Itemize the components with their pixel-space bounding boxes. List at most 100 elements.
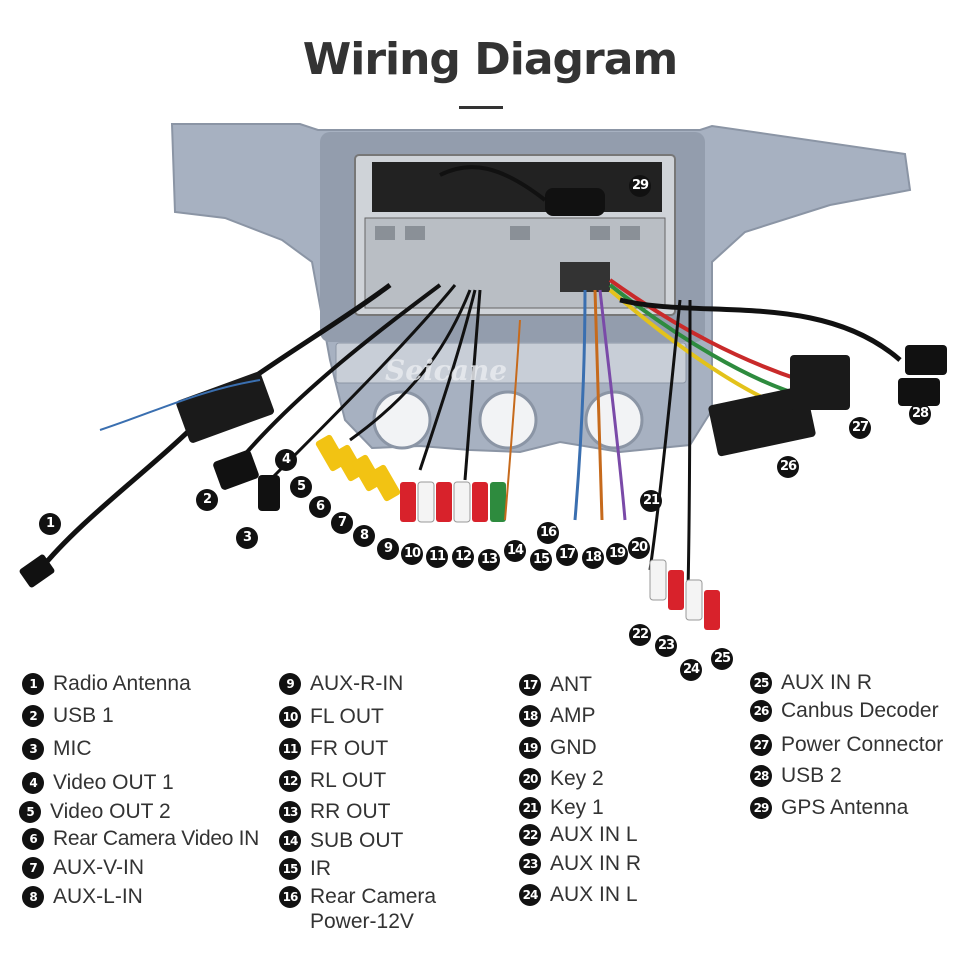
legend-label: ANT: [550, 673, 592, 696]
legend-number: 22: [519, 824, 541, 846]
callout-badge-11: 11: [426, 546, 448, 568]
radio-antenna-plug: [19, 554, 55, 588]
callout-badge-5: 5: [290, 476, 312, 498]
legend-label: FR OUT: [310, 737, 389, 760]
legend-label: AUX-R-IN: [310, 672, 404, 695]
legend-item-21: 21 Key 1: [519, 795, 604, 823]
legend-label: Canbus Decoder: [781, 699, 939, 722]
callout-badge-19: 19: [606, 543, 628, 565]
legend-number: 28: [750, 765, 772, 787]
page-title: Wiring Diagram: [302, 34, 679, 85]
legend-label: Rear Camera Power-12V: [310, 885, 437, 933]
legend-item-16: 16 Rear Camera Power-12V: [279, 884, 436, 938]
legend-label: SUB OUT: [310, 829, 404, 852]
usb2-plug: [905, 345, 947, 375]
legend-number: 5: [19, 801, 41, 823]
antenna-box: [176, 372, 275, 443]
legend-number: 10: [279, 706, 301, 728]
legend-item-22: 22 AUX IN L: [519, 822, 638, 850]
callout-badge-2: 2: [196, 489, 218, 511]
legend-number: 16: [279, 886, 301, 908]
rca-aux-22: [649, 559, 667, 601]
rca-aux-24: [685, 579, 703, 621]
callout-badge-14: 14: [504, 540, 526, 562]
mic-plug: [258, 475, 280, 511]
legend-label: AUX IN L: [550, 883, 638, 906]
callout-badge-1: 1: [39, 513, 61, 535]
legend-label: RL OUT: [310, 769, 387, 792]
legend-number: 14: [279, 830, 301, 852]
legend-label: AUX IN L: [550, 823, 638, 846]
legend-label: AUX-L-IN: [53, 885, 143, 908]
callout-badge-20: 20: [628, 537, 650, 559]
legend-label: Key 1: [550, 796, 604, 819]
wire-connector: [560, 262, 610, 292]
legend-label: Key 2: [550, 767, 604, 790]
legend-number: 9: [279, 673, 301, 695]
legend-item-29: 29 GPS Antenna: [750, 795, 908, 823]
legend-number: 2: [22, 705, 44, 727]
vent-left: [372, 390, 432, 450]
legend-number: 15: [279, 858, 301, 880]
callout-badge-10: 10: [401, 543, 423, 565]
legend-item-14: 14 SUB OUT: [279, 828, 403, 856]
legend-label: AMP: [550, 704, 596, 727]
rca-aux-25: [704, 590, 720, 630]
callout-badge-24: 24: [680, 659, 702, 681]
callout-badge-28: 28: [909, 403, 931, 425]
legend-number: 4: [22, 772, 44, 794]
watermark: Seicane: [385, 354, 507, 387]
vent-center: [478, 390, 538, 450]
legend-label: GND: [550, 736, 597, 759]
legend-number: 13: [279, 801, 301, 823]
callout-badge-9: 9: [377, 538, 399, 560]
callout-badge-4: 4: [275, 449, 297, 471]
rca-aux-23: [668, 570, 684, 610]
legend-label: AUX-V-IN: [53, 856, 145, 879]
legend-label: GPS Antenna: [781, 796, 909, 819]
legend-number: 3: [22, 738, 44, 760]
callout-badge-15: 15: [530, 549, 552, 571]
callout-badge-3: 3: [236, 527, 258, 549]
rca-yellow-group: [315, 434, 401, 502]
callout-badge-6: 6: [309, 496, 331, 518]
head-unit-top: [372, 162, 662, 212]
legend-label: USB 1: [53, 704, 114, 727]
legend-item-28: 28 USB 2: [750, 763, 842, 791]
callout-badge-8: 8: [353, 525, 375, 547]
rca-audio-group: [400, 481, 506, 523]
legend-number: 29: [750, 797, 772, 819]
callout-badge-25: 25: [711, 648, 733, 670]
legend-label: MIC: [53, 737, 92, 760]
callout-badge-23: 23: [655, 635, 677, 657]
gps-antenna: [545, 188, 605, 216]
power-connector: [790, 355, 850, 410]
legend-number: 7: [22, 857, 44, 879]
legend-label: RR OUT: [310, 800, 391, 823]
usb1-plug: [213, 450, 259, 490]
legend-number: 25: [750, 672, 772, 694]
legend-number: 21: [519, 797, 541, 819]
callout-badge-16: 16: [537, 522, 559, 544]
title-underline: [459, 106, 503, 109]
wiring-photo: Seicane: [19, 123, 947, 630]
legend-label: USB 2: [781, 764, 842, 787]
callout-badge-26: 26: [777, 456, 799, 478]
legend-number: 27: [750, 734, 772, 756]
callout-badge-17: 17: [556, 544, 578, 566]
callout-badge-27: 27: [849, 417, 871, 439]
legend-number: 6: [22, 828, 44, 850]
